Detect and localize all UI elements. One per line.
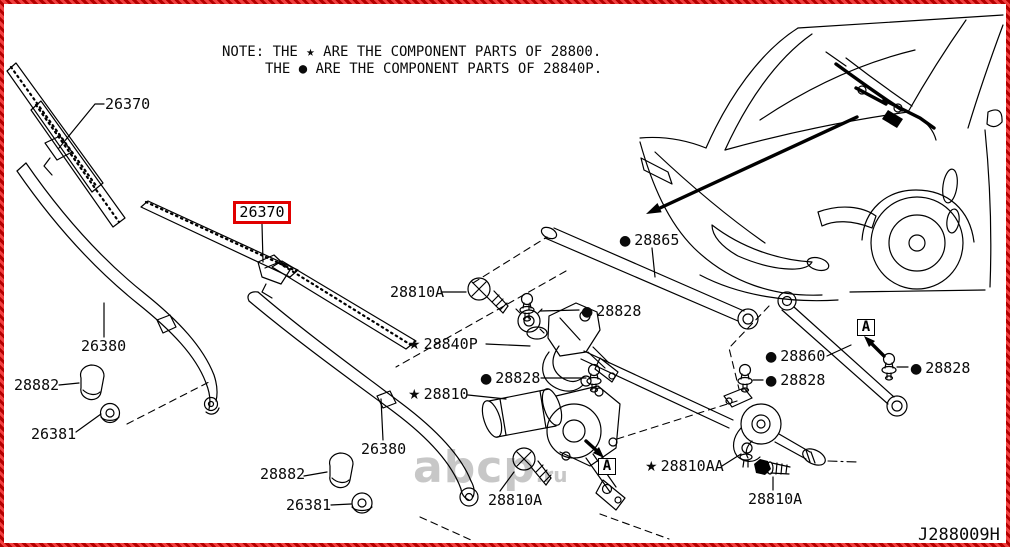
arm-cap-bottom — [328, 452, 354, 489]
detail-marker-a-upper: A — [857, 319, 875, 336]
part-number: 28828 — [596, 302, 642, 320]
part-number: 28860 — [780, 347, 826, 365]
star-marker-icon: ★ — [408, 387, 421, 403]
detail-arrow-lower — [584, 439, 604, 458]
label-28810: ★28810 — [408, 386, 469, 403]
star-marker-icon: ★ — [408, 337, 421, 353]
star-marker-icon: ★ — [645, 459, 658, 475]
part-number: 28840P — [423, 335, 478, 353]
label-26380-left: 26380 — [81, 338, 126, 354]
part-number: 28810A — [390, 283, 445, 301]
label-26381-bottom: 26381 — [286, 497, 331, 513]
dot-marker-icon: ● — [619, 233, 632, 249]
highlighted-part-number[interactable]: 26370 — [233, 201, 291, 224]
label-26370-upper: 26370 — [105, 96, 150, 112]
label-28810a-right: 28810A — [748, 491, 802, 507]
dot-marker-icon: ● — [765, 349, 778, 365]
part-number: 26380 — [81, 337, 127, 355]
part-number: 26381 — [31, 425, 77, 443]
label-28860: ●28860 — [765, 348, 825, 365]
screw-28810a-motor — [512, 447, 552, 486]
detail-marker-a-lower: A — [598, 458, 616, 475]
note-line-1: NOTE: THE ★ ARE THE COMPONENT PARTS OF 2… — [222, 44, 602, 60]
note-line-2: THE ● ARE THE COMPONENT PARTS OF 28840P. — [265, 61, 603, 77]
pivot-nut-left — [99, 402, 121, 424]
bolt-28810a-right — [754, 459, 791, 475]
label-28828-right: ●28828 — [910, 360, 970, 377]
car-illustration — [639, 14, 1004, 302]
detail-arrow-upper — [864, 336, 886, 358]
dot-marker-icon: ● — [480, 371, 493, 387]
part-number: 28882 — [14, 376, 60, 394]
pointer-arrow — [646, 115, 859, 214]
label-26381-left: 26381 — [31, 426, 76, 442]
dot-marker-icon: ● — [581, 304, 594, 320]
ball-stud-28810aa — [739, 442, 753, 468]
label-28828-mid: ●28828 — [480, 370, 540, 387]
part-number: 26380 — [361, 440, 407, 458]
part-number: 28882 — [260, 465, 306, 483]
wiper-blade-upper — [6, 62, 126, 228]
label-28810aa: ★28810AA — [645, 458, 724, 475]
label-28840p: ★28840P — [408, 336, 478, 353]
ball-stud-28828-lower — [737, 363, 753, 393]
diagram-code: J288009H — [918, 525, 1000, 545]
label-28882-left: 28882 — [14, 377, 59, 393]
label-28882-bottom: 28882 — [260, 466, 305, 482]
label-28865: ●28865 — [619, 232, 679, 249]
arm-cap-left — [79, 364, 105, 401]
label-28828-lower-left: ●28828 — [765, 372, 825, 389]
part-number: 26381 — [286, 496, 332, 514]
label-28810a-motor: 28810A — [488, 492, 542, 508]
part-number: 28828 — [780, 371, 826, 389]
label-28810a-top: 28810A — [390, 284, 444, 300]
cowl-wiper-detail — [825, 51, 937, 141]
part-number: 28828 — [495, 369, 541, 387]
dot-marker-icon: ● — [910, 361, 923, 377]
linkage-rods — [540, 226, 908, 429]
dot-marker-icon: ● — [765, 373, 778, 389]
part-number: 28810A — [488, 491, 543, 509]
part-number: 28810 — [423, 385, 469, 403]
part-number: 26370 — [105, 95, 151, 113]
part-number: 28828 — [925, 359, 971, 377]
part-number: 28865 — [634, 231, 680, 249]
label-26380-bottom: 26380 — [361, 441, 406, 457]
label-28828-top: ●28828 — [581, 303, 641, 320]
pivot-nut-bottom — [351, 492, 373, 514]
part-number: 28810A — [748, 490, 803, 508]
part-number: 28810AA — [660, 457, 724, 475]
